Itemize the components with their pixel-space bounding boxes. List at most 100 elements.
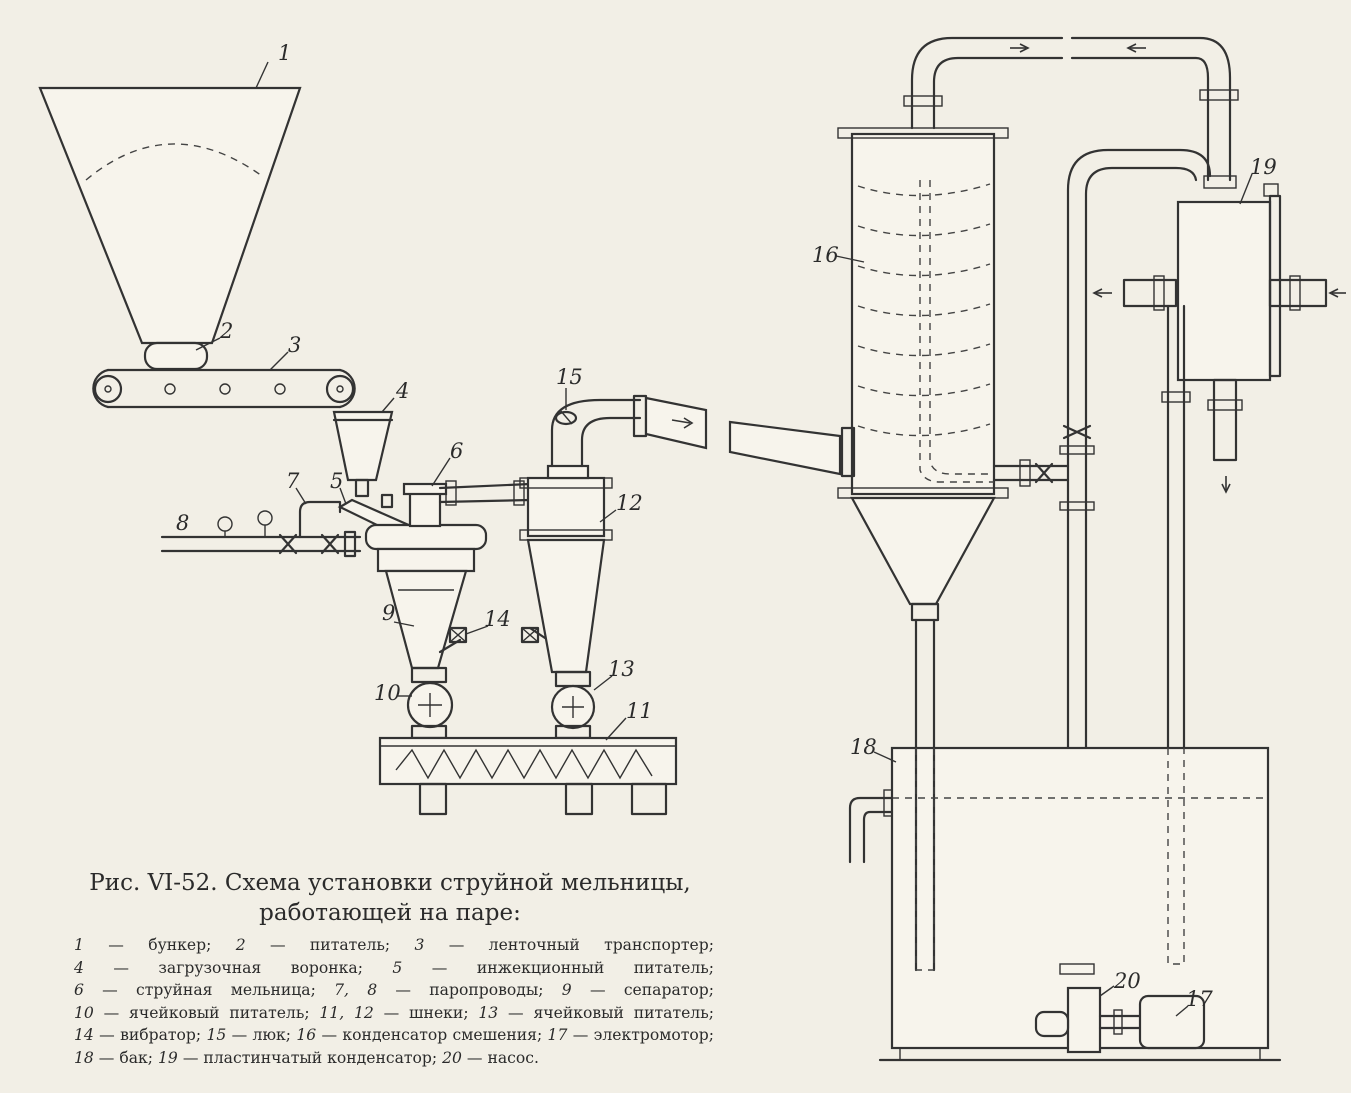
mixing-condenser	[837, 127, 1009, 752]
plate-condenser	[1176, 183, 1282, 494]
legend-item: 14 — вибратор;	[74, 1026, 201, 1044]
legend-item-text: — струйная мельница;	[83, 981, 316, 1000]
steam-pipeline-branch	[298, 500, 342, 539]
legend-item-text: — сепаратор;	[571, 981, 714, 1000]
legend-item-text: — люк;	[226, 1026, 292, 1045]
legend-item-text: — насос.	[461, 1048, 539, 1067]
legend-item-number: 16	[296, 1026, 317, 1045]
legend-item: 6 — струйная мельница;	[74, 981, 316, 999]
label-bunker: 1	[278, 41, 291, 65]
legend-item-text: — загрузочная воронка;	[83, 958, 363, 977]
label-injection-feeder: 5	[330, 469, 343, 493]
legend-item: 15 — люк;	[206, 1026, 291, 1044]
legend-item-text: — бак;	[93, 1048, 154, 1067]
label-pump: 20	[1113, 969, 1141, 993]
cell-feeder-10	[406, 666, 454, 740]
label-tank: 18	[850, 735, 877, 759]
legend-item: 20 — насос.	[442, 1049, 539, 1067]
legend-item-number: 4	[74, 958, 84, 977]
legend-item-number: 17	[547, 1026, 568, 1045]
label-plate-condenser: 19	[1250, 155, 1277, 179]
vibrator	[438, 626, 550, 654]
legend-item: 7, 8 — паропроводы;	[334, 981, 543, 999]
separator	[384, 569, 468, 670]
legend-item: 10 — ячейковый питатель;	[74, 1004, 310, 1022]
legend-item-text: — инжекционный питатель;	[402, 958, 714, 977]
top-vapor-pipe	[903, 36, 1239, 189]
legend-item-number: 3	[414, 936, 425, 954]
feeder	[143, 341, 209, 371]
label-electric-motor: 17	[1186, 987, 1213, 1011]
legend-item-text: — ячейковый питатель;	[93, 1003, 310, 1022]
legend-item-number: 5	[392, 958, 403, 977]
cyclone	[519, 398, 642, 674]
legend-item-number: 19	[158, 1048, 178, 1067]
legend-item-number: 1	[74, 936, 84, 954]
water-return-pipe	[992, 148, 1212, 992]
label-hatch: 15	[556, 365, 583, 389]
caption-line-1: Рис. VI-52. Схема установки струйной мел…	[89, 870, 691, 896]
electric-motor	[1098, 994, 1206, 1050]
label-vibrator: 14	[484, 607, 511, 631]
legend-item-number: 7, 8	[334, 981, 378, 1000]
legend-item: 9 — сепаратор;	[562, 981, 714, 999]
legend-item-number: 2	[235, 936, 246, 954]
cell-feeder-13	[550, 670, 596, 740]
hatch	[554, 409, 578, 426]
label-loading-funnel: 4	[395, 379, 409, 403]
legend-item-text: — вибратор;	[93, 1026, 202, 1045]
legend-item-text: — конденсатор смешения;	[316, 1026, 543, 1045]
legend-item-text: — ленточный транспортер;	[424, 936, 714, 954]
legend-item-text: — бункер;	[83, 936, 212, 954]
jet-mill	[364, 482, 488, 573]
legend-item-number: 18	[74, 1048, 94, 1067]
legend-item-text: — паропроводы;	[377, 981, 544, 1000]
legend-item-text: — ячейковый питатель;	[498, 1003, 714, 1022]
label-cell-feeder-10: 10	[374, 681, 401, 705]
legend-item-number: 20	[442, 1048, 462, 1067]
tank	[848, 746, 1282, 1062]
legend-item: 16 — конденсатор смешения;	[296, 1026, 542, 1044]
label-screw-12: 12	[616, 491, 643, 515]
legend-item-number: 15	[206, 1026, 227, 1045]
legend-item: 17 — электромотор;	[548, 1026, 714, 1044]
steam-pipeline	[160, 510, 362, 558]
legend-item: 5 — инжекционный питатель;	[392, 959, 714, 977]
figure-caption: Рис. VI-52. Схема установки струйной мел…	[60, 868, 720, 928]
legend-item-number: 9	[561, 981, 572, 1000]
label-steam-pipe-7: 7	[286, 469, 300, 493]
legend-item-number: 13	[478, 1003, 499, 1022]
loading-funnel	[332, 410, 394, 498]
bunker	[38, 86, 302, 345]
legend-item: 4 — загрузочная воронка;	[74, 959, 363, 977]
label-mixing-condenser: 16	[812, 243, 839, 267]
cooling-water-pipes	[1092, 275, 1346, 752]
label-belt-conveyor: 3	[288, 333, 301, 357]
legend-item: 1 — бункер;	[74, 936, 211, 954]
legend-item: 2 — питатель;	[236, 936, 390, 954]
legend-item-number: 10	[74, 1003, 94, 1022]
callout-labels: 1 2 3 4 5 6 7 8 9 10 11 12 13 14 15 16 1…	[176, 41, 1277, 1017]
label-screw-11: 11	[626, 699, 653, 723]
pump	[1034, 963, 1102, 1054]
label-cell-feeder-13: 13	[608, 657, 635, 681]
label-separator: 9	[382, 601, 395, 625]
label-steam-pipe-8: 8	[176, 511, 189, 535]
legend-item-text: — питатель;	[245, 936, 391, 954]
legend-item-text: — пластинчатый конденсатор;	[177, 1048, 438, 1067]
legend-item-number: 6	[74, 981, 84, 1000]
figure-legend: 1 — бункер; 2 — питатель; 3 — ленточный …	[74, 934, 714, 1070]
belt-conveyor	[92, 368, 356, 409]
legend-item-text: — электромотор;	[567, 1026, 714, 1045]
label-feeder: 2	[219, 319, 233, 343]
legend-item: 11, 12 — шнеки;	[319, 1004, 468, 1022]
screw-conveyor-lower	[378, 736, 678, 816]
legend-item: 19 — пластинчатый конденсатор;	[158, 1049, 437, 1067]
vapor-pipe	[632, 394, 842, 476]
legend-item: 3 — ленточный транспортер;	[414, 936, 713, 954]
legend-item-number: 11, 12	[319, 1003, 374, 1022]
legend-item-text: — шнеки;	[373, 1003, 469, 1022]
legend-item-number: 14	[74, 1026, 94, 1045]
screw-conveyor-upper	[438, 480, 532, 506]
